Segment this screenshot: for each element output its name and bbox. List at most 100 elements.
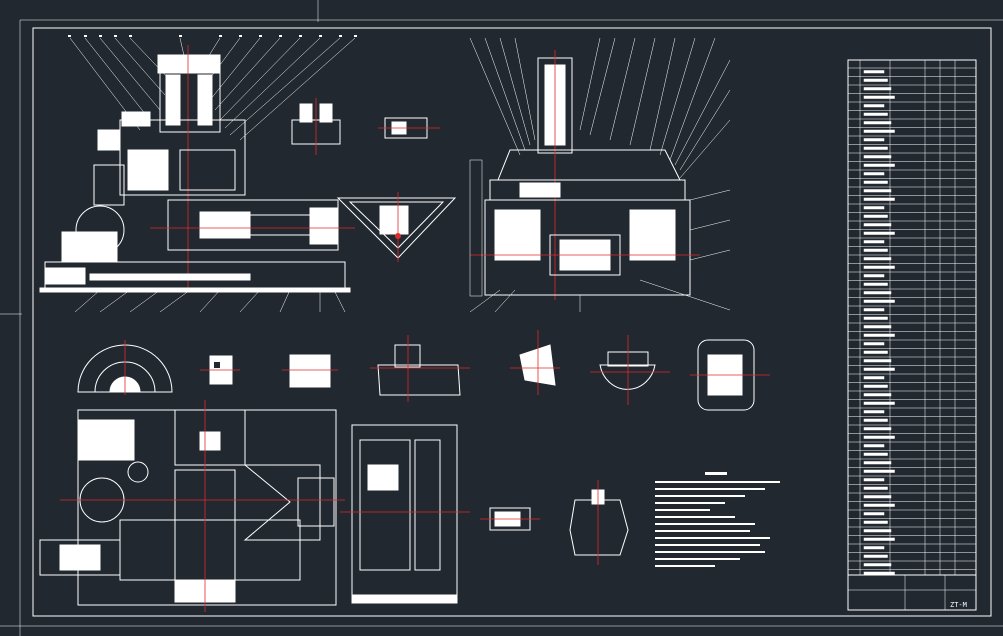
parts-list-text-mark [863,486,888,490]
side-elevation-view [469,37,731,313]
detail-block-a [200,355,240,385]
parts-list-table: ZT-M [847,59,977,611]
main-body [119,119,246,196]
motor-body [61,231,118,263]
parts-list-text-mark [863,172,885,176]
drawing-frame [32,27,992,617]
parts-list-text-mark [863,257,892,261]
side-block [97,129,121,151]
parts-list-text-mark [863,180,888,184]
parts-list-text-mark [863,537,895,541]
parts-list-text-mark [863,78,888,82]
plan-motor-box [39,539,121,576]
leader-lines [69,37,356,313]
slide-rail [249,214,311,236]
section-view [340,424,470,604]
tower-rib [165,74,181,126]
detail-cone [569,480,629,565]
parts-list-text-mark [863,155,892,159]
parts-list-text-mark [863,129,895,133]
parts-list-text-mark [863,401,895,405]
parts-list-text-mark [863,265,895,269]
parts-list-text-mark [863,291,892,295]
balloon-ticks [68,35,357,37]
parts-list-text-mark [863,138,885,142]
lower-body [484,199,691,296]
detail-hub [370,335,470,402]
parts-list-text-mark [863,393,892,397]
parts-list-text-mark [863,325,892,329]
parts-list-text-mark [863,248,888,252]
right-cheek [629,209,676,261]
top-block [121,111,151,127]
parts-list-text-mark [863,452,888,456]
parts-list-text-mark [863,350,888,354]
parts-list-text-mark [863,435,895,439]
parts-list-text-mark [863,95,895,99]
detail-block-b [282,354,338,388]
detail-flange [510,330,560,395]
plan-motor-core [59,544,101,571]
parts-list-text-mark [863,333,895,337]
parts-list-text-mark [863,563,892,567]
detail-truss [336,192,457,262]
dimension-bar [469,159,483,297]
parts-list-text-mark [863,112,888,116]
parts-list-text-mark [863,512,885,516]
left-cheek [494,209,541,261]
gear-box [127,149,169,191]
base-rail [89,273,251,281]
parts-list-text-mark [863,410,885,414]
parts-list-text-mark [863,503,895,507]
plan-bed [119,519,301,581]
plan-view [39,400,345,612]
detail-sleeve [480,507,540,531]
tower-rib [197,74,213,126]
parts-list-text-mark [863,223,892,227]
plan-head [174,409,246,466]
parts-list-text-mark [863,359,892,363]
parts-list-text-mark [863,342,885,346]
sheet-code: ZT-M [950,601,967,609]
parts-list-text-mark [863,554,888,558]
plan-gauge [127,461,149,483]
parts-list-text-mark [863,87,892,91]
plan-head-core [199,431,221,451]
slide-end [309,207,339,245]
parts-list-text-mark [863,478,885,482]
base-floor [39,287,351,293]
detail-gear-arc [77,340,173,395]
side-housing [93,164,125,206]
housing [179,149,236,191]
parts-list-text-mark [863,520,888,524]
tower-cap [157,54,221,74]
parts-list-text-mark [863,189,892,193]
parts-list-text-mark [863,206,885,210]
head-housing [497,149,681,181]
parts-list-text-mark [863,121,892,125]
parts-list-text-mark [863,418,888,422]
parts-list-text-mark [863,495,892,499]
parts-list-text-mark [863,316,888,320]
parts-list-text-mark [863,444,885,448]
plan-block [77,419,135,461]
parts-list-text-mark [863,546,885,550]
parts-list-text-mark [863,104,885,108]
detail-bracket [291,98,341,155]
slide-block [199,211,251,239]
parts-list-text-mark [863,197,895,201]
front-elevation-view [39,35,357,313]
parts-list-text-mark [863,274,885,278]
technical-notes [655,472,780,567]
parts-list-text-mark [863,461,892,465]
leader-lines [469,37,731,313]
parts-list-text-mark [863,427,892,431]
detail-housing-c [590,335,670,405]
parts-list-text-mark [863,231,895,235]
detail-casing [690,339,770,411]
parts-list-text-mark [863,376,885,380]
parts-list-text-mark [863,529,892,533]
plan-truss [243,464,321,541]
head-plate [489,179,686,201]
